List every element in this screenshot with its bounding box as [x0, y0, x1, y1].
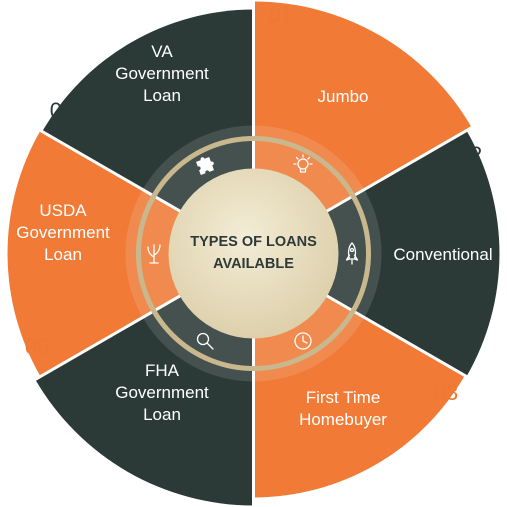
- center-title-line-1: TYPES OF LOANS: [190, 234, 317, 250]
- segment-label-line: FHA: [145, 361, 180, 380]
- segment-label-line: Conventional: [393, 245, 492, 264]
- icons-layer: [147, 154, 359, 350]
- segment-label-line: Loan: [143, 86, 181, 105]
- clock-icon: [294, 332, 312, 350]
- segment-conventional: [253, 130, 500, 377]
- segment-number-05: 05: [25, 334, 49, 359]
- segment-label-line: Government: [115, 383, 209, 402]
- center-disc: [168, 168, 339, 339]
- segment-label-line: Loan: [44, 245, 82, 264]
- rocket-icon: [345, 242, 359, 265]
- segment-number-04: 04: [218, 477, 242, 502]
- segment-label-line: Government: [115, 64, 209, 83]
- segment-label-jumbo: Jumbo: [317, 87, 368, 106]
- segment-label-line: Loan: [143, 405, 181, 424]
- gold-ring: [136, 136, 371, 371]
- segment-number-02: 02: [458, 142, 482, 167]
- segment-label-line: USDA: [39, 201, 87, 220]
- segment-number-06: 06: [50, 98, 74, 123]
- segment-label-line: VA: [151, 42, 173, 61]
- segment-label-line: Homebuyer: [299, 410, 387, 429]
- magnifier-icon: [196, 332, 214, 350]
- plant-icon: [147, 244, 161, 264]
- segment-number-01: 01: [269, 2, 293, 27]
- segment-number-03: 03: [434, 380, 458, 405]
- lightbulb-icon: [293, 154, 313, 173]
- center-hub: TYPES OF LOANS AVAILABLE: [125, 125, 382, 382]
- segment-label-line: Jumbo: [317, 87, 368, 106]
- segment-label-line: Government: [16, 223, 110, 242]
- center-title-line-2: AVAILABLE: [213, 256, 294, 272]
- segment-label-line: First Time: [306, 388, 381, 407]
- segment-label-conventional: Conventional: [393, 245, 492, 264]
- puzzle-icon: [196, 157, 214, 175]
- segment-usda: [7, 130, 254, 377]
